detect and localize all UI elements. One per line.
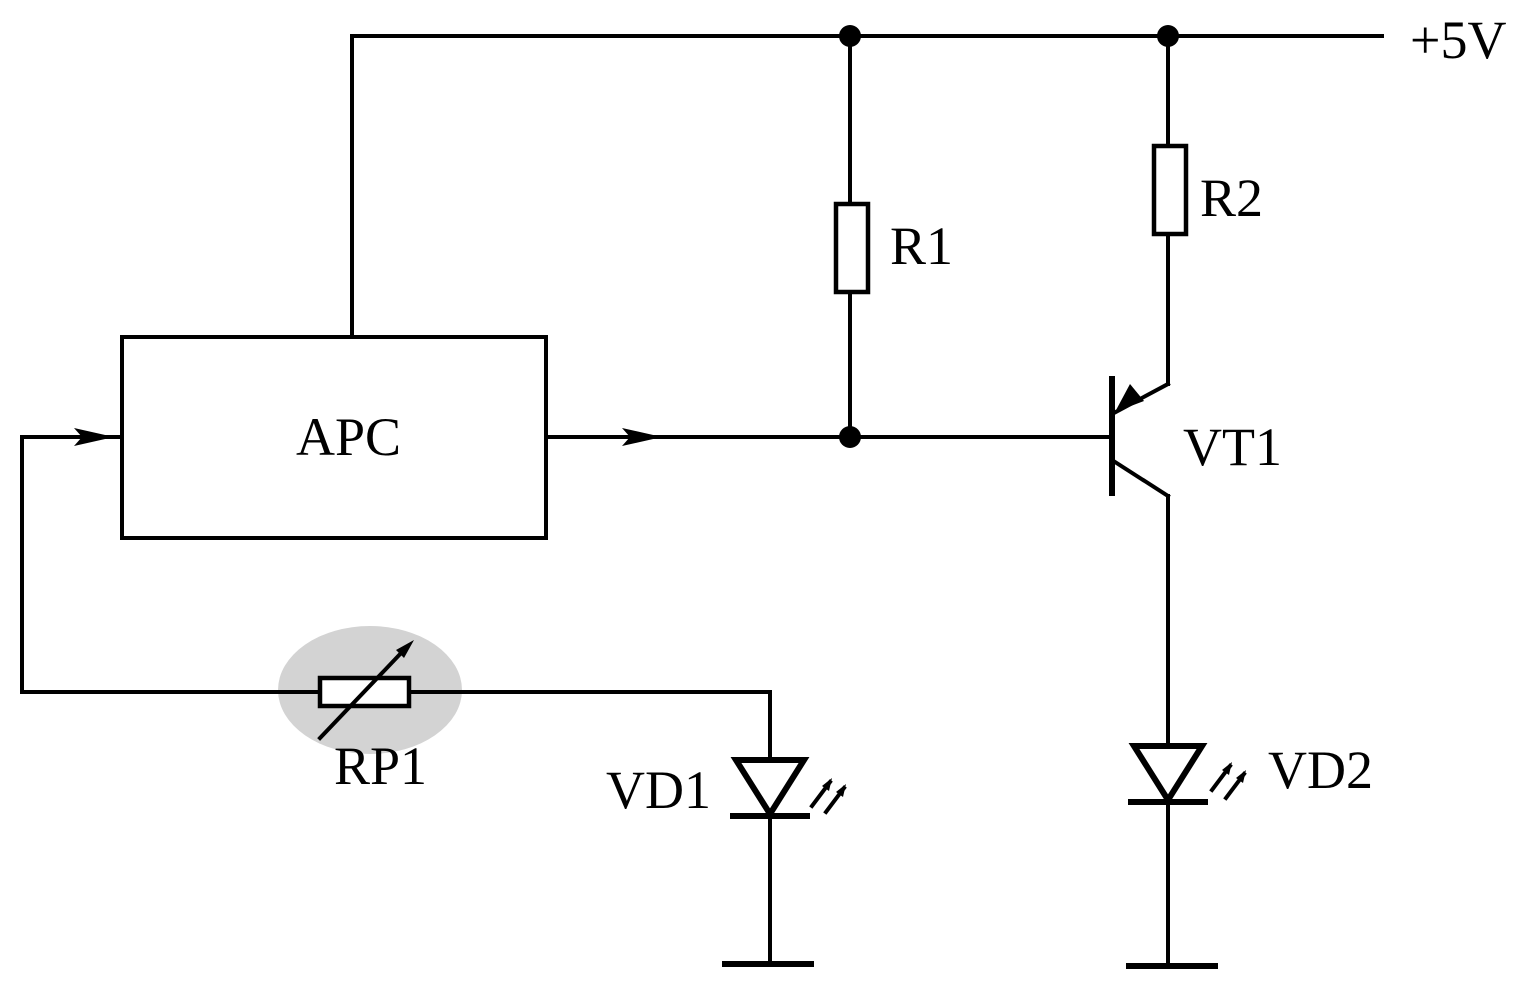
adjust-arrow-icon	[396, 640, 414, 658]
led-vd2	[1128, 743, 1247, 806]
r1-label: R1	[890, 216, 953, 276]
vd1-label: VD1	[606, 760, 711, 820]
transistor-vt1	[1109, 376, 1171, 499]
vt1-label: VT1	[1183, 417, 1282, 477]
supply-label: +5V	[1410, 10, 1506, 70]
resistor-r2	[1151, 34, 1189, 386]
arrow-right-icon	[74, 428, 114, 446]
led-vd1	[730, 757, 847, 966]
rp1-label: RP1	[334, 736, 427, 796]
apc-label: APC	[296, 407, 401, 467]
apc-output-wire	[544, 426, 1114, 448]
emitter-arrow-icon	[1115, 384, 1144, 412]
r2-label: R2	[1200, 168, 1263, 228]
variable-resistor-rp1	[317, 640, 414, 741]
feedback-wire	[20, 428, 772, 762]
light-emission-icon	[1209, 762, 1247, 801]
resistor-r1	[833, 34, 871, 439]
arrow-right-icon	[622, 428, 662, 446]
light-emission-icon	[809, 778, 847, 815]
vd2-label: VD2	[1268, 740, 1373, 800]
